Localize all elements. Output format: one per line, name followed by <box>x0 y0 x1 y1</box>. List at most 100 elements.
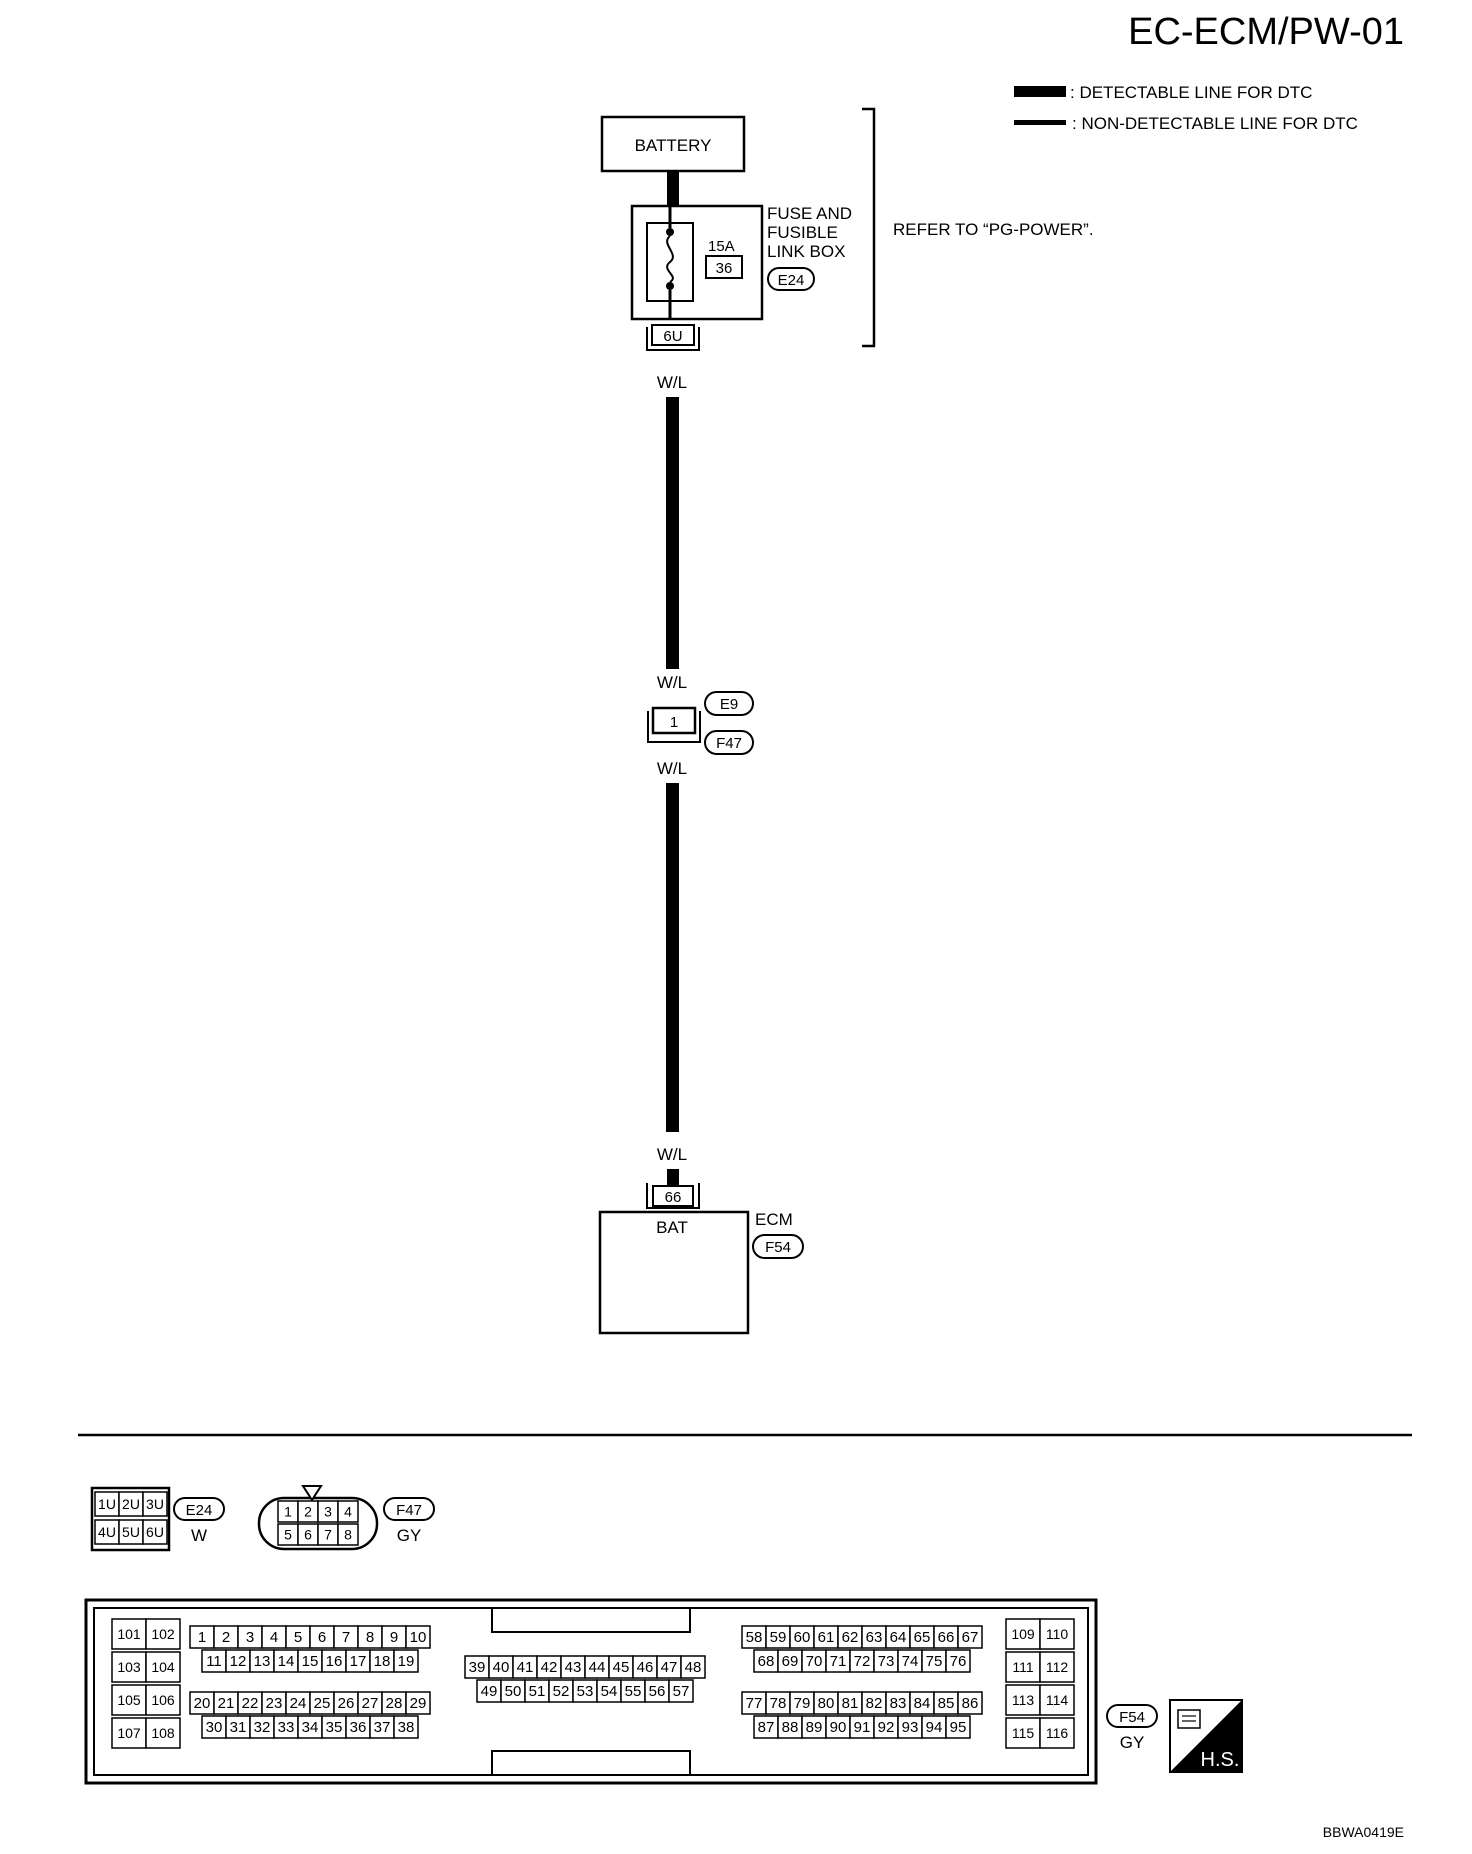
pin-f54-59-label: 59 <box>770 1629 787 1646</box>
pin-e24-1U-label: 1U <box>98 1496 116 1512</box>
legend-non-detectable-label: : NON-DETECTABLE LINE FOR DTC <box>1072 114 1358 133</box>
pin-f54-104 <box>145 1651 181 1683</box>
pin-f54-51-label: 51 <box>529 1683 546 1700</box>
pin-f54-69-label: 69 <box>782 1653 799 1670</box>
pin-f54-101-label: 101 <box>117 1626 141 1642</box>
pin-f54-95-label: 95 <box>950 1719 967 1736</box>
pin-e24-4U-label: 4U <box>98 1524 116 1540</box>
wire-color-label-2: W/L <box>657 673 687 692</box>
fuse-number-box <box>705 255 743 279</box>
connector-color-e24: W <box>191 1526 207 1545</box>
pin-f54-43-label: 43 <box>565 1659 582 1676</box>
pin-f54-113-label: 113 <box>1012 1692 1035 1708</box>
pin-f54-82-label: 82 <box>866 1695 883 1712</box>
connector-key-top <box>491 1607 691 1633</box>
pin-f54-80-label: 80 <box>818 1695 835 1712</box>
pin-f54-46-label: 46 <box>637 1659 654 1676</box>
pin-f54-85-label: 85 <box>938 1695 955 1712</box>
pin-f54-29 <box>405 1691 431 1715</box>
legend: : DETECTABLE LINE FOR DTC : NON-DETECTAB… <box>1014 83 1358 133</box>
pin-f54-108-label: 108 <box>151 1725 175 1741</box>
pin-f47-7-label: 7 <box>324 1527 332 1543</box>
pin-e24-3U <box>142 1491 168 1517</box>
pin-e24-5U <box>118 1519 144 1545</box>
wire-color-label-4: W/L <box>657 1145 687 1164</box>
pin-f54-114 <box>1039 1684 1075 1716</box>
pin-f54-106 <box>145 1684 181 1716</box>
pin-f54-64-label: 64 <box>890 1629 907 1646</box>
pin-f54-73-label: 73 <box>878 1653 895 1670</box>
battery: BATTERY <box>600 115 746 173</box>
pin-f54-61-label: 61 <box>818 1629 835 1646</box>
pin-e24-1U <box>94 1491 120 1517</box>
pin-f47-1-label: 1 <box>284 1504 292 1520</box>
fuse-box-label-2: FUSIBLE <box>767 223 838 242</box>
connector-color-f54: GY <box>1120 1733 1145 1752</box>
pin-f54-105-label: 105 <box>117 1692 141 1708</box>
pin-f54-10-label: 10 <box>410 1629 427 1646</box>
pin-f54-3-label: 3 <box>246 1629 254 1646</box>
pin-f54-23-label: 23 <box>266 1695 283 1712</box>
pin-f54-111-label: 111 <box>1012 1659 1033 1675</box>
pin-f54-49-label: 49 <box>481 1683 498 1700</box>
pin-f54-36-label: 36 <box>350 1719 367 1736</box>
pin-f54-67 <box>957 1625 983 1649</box>
pin-f47-4 <box>337 1500 359 1523</box>
wire-battery-fuse <box>667 171 679 206</box>
pin-f54-57-label: 57 <box>673 1683 690 1700</box>
pin-f54-34-label: 34 <box>302 1719 319 1736</box>
pin-e24-3U-label: 3U <box>146 1496 164 1512</box>
pin-f54-32-label: 32 <box>254 1719 271 1736</box>
pin-f54-79-label: 79 <box>794 1695 811 1712</box>
pin-f54-65-label: 65 <box>914 1629 931 1646</box>
pin-f54-19 <box>393 1649 419 1673</box>
harness-side-icon: H.S. <box>1169 1699 1243 1773</box>
pin-f54-38 <box>393 1715 419 1739</box>
pin-f54-91-label: 91 <box>854 1719 871 1736</box>
pin-f54-48 <box>680 1655 706 1679</box>
pin-f54-31-label: 31 <box>230 1719 247 1736</box>
pin-f54-87-label: 87 <box>758 1719 775 1736</box>
pin-f54-103 <box>111 1651 147 1683</box>
pin-f54-81-label: 81 <box>842 1695 859 1712</box>
pin-f54-70-label: 70 <box>806 1653 823 1670</box>
legend-detectable-swatch <box>1014 86 1066 97</box>
pin-f54-90-label: 90 <box>830 1719 847 1736</box>
pin-f54-104-label: 104 <box>151 1659 175 1675</box>
pin-f54-115 <box>1005 1717 1041 1749</box>
pin-f54-38-label: 38 <box>398 1719 415 1736</box>
pin-f54-66-label: 66 <box>938 1629 955 1646</box>
pin-f54-76-label: 76 <box>950 1653 967 1670</box>
pin-f54-33-label: 33 <box>278 1719 295 1736</box>
connector-key-bottom <box>491 1750 691 1776</box>
page-title: EC-ECM/PW-01 <box>1128 11 1404 53</box>
connector-badge-f47 <box>704 730 754 755</box>
pin-f54-74-label: 74 <box>902 1653 919 1670</box>
pin-f54-84-label: 84 <box>914 1695 931 1712</box>
terminal-6u: 6U <box>646 324 700 351</box>
pin-f54-109-label: 109 <box>1011 1626 1035 1642</box>
pin-f54-102 <box>145 1618 181 1650</box>
pin-e24-2U-label: 2U <box>122 1496 140 1512</box>
pin-f54-10 <box>405 1625 431 1649</box>
ecm-box <box>598 1210 750 1335</box>
pin-e24-4U <box>94 1519 120 1545</box>
wire-segment-2 <box>666 783 679 1132</box>
pin-f54-11-label: 11 <box>206 1653 222 1670</box>
pin-f54-40-label: 40 <box>493 1659 510 1676</box>
pin-f54-115-label: 115 <box>1012 1725 1035 1741</box>
ecm: 66 BAT <box>598 1183 750 1335</box>
pin-f54-19-label: 19 <box>398 1653 415 1670</box>
connector-view-badge-f47 <box>383 1497 435 1521</box>
pin-f54-113 <box>1005 1684 1041 1716</box>
pin-e24-5U-label: 5U <box>122 1524 140 1540</box>
pin-f54-57 <box>668 1679 694 1703</box>
pin-f54-7-label: 7 <box>342 1629 350 1646</box>
pin-f54-110-label: 110 <box>1046 1626 1069 1642</box>
pin-f54-28-label: 28 <box>386 1695 403 1712</box>
pin-f54-14-label: 14 <box>278 1653 295 1670</box>
connector-id-e24: E24 <box>778 272 805 289</box>
legend-non-detectable-swatch <box>1014 120 1066 125</box>
